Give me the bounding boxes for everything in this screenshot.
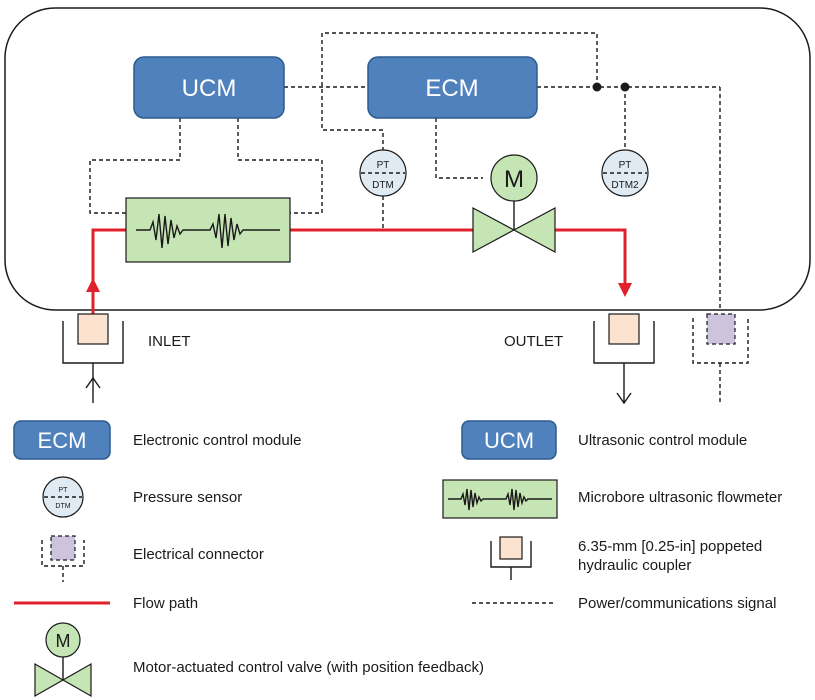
signal-lines	[89, 32, 721, 310]
legend-coupler-text-1: 6.35-mm [0.25-in] poppeted	[578, 538, 762, 555]
legend-connector-symbol	[41, 535, 85, 582]
pt2-bottom-label: DTM2	[611, 180, 639, 191]
legend-ecm-label: ECM	[38, 428, 87, 453]
tool-enclosure	[4, 7, 811, 311]
junction-dot	[620, 82, 630, 92]
inlet-coupler	[62, 313, 124, 403]
legend-pressure-symbol: PT DTM	[42, 476, 84, 518]
junction-dot	[592, 82, 602, 92]
legend-coupler-text-2: hydraulic coupler	[578, 557, 691, 574]
legend-flowmeter-symbol	[442, 479, 558, 519]
pt1-top-label: PT	[377, 160, 390, 171]
motor-actuated-valve: M	[472, 154, 556, 254]
legend-valve-symbol: M	[34, 622, 92, 698]
legend-valve-text: Motor-actuated control valve (with posit…	[133, 659, 484, 676]
ecm-label: ECM	[425, 75, 478, 102]
legend-ucm-label: UCM	[484, 428, 534, 453]
outlet-coupler	[593, 313, 655, 405]
pressure-sensor-2: PT DTM2	[601, 149, 649, 197]
legend-ucm-symbol: UCM	[461, 420, 557, 460]
legend-signal-text: Power/communications signal	[578, 595, 776, 612]
legend-coupler-symbol	[490, 536, 532, 580]
ucm-module: UCM	[133, 56, 285, 119]
pressure-sensor-1: PT DTM	[359, 149, 407, 197]
legend-flowmeter-text: Microbore ultrasonic flowmeter	[578, 489, 782, 506]
flow-path	[86, 228, 632, 320]
legend-pt-bottom: DTM	[55, 503, 70, 510]
pt2-top-label: PT	[619, 160, 632, 171]
pt1-bottom-label: DTM	[372, 180, 394, 191]
legend-motor-label: M	[56, 631, 71, 651]
ecm-module: ECM	[367, 56, 538, 119]
ultrasonic-flowmeter	[125, 197, 291, 263]
legend-ecm-symbol: ECM	[13, 420, 111, 460]
legend-pressure-text: Pressure sensor	[133, 489, 242, 506]
legend-ucm-text: Ultrasonic control module	[578, 432, 747, 449]
motor-label: M	[504, 166, 524, 193]
legend-flow-text: Flow path	[133, 595, 198, 612]
electrical-connector	[692, 313, 749, 403]
legend: ECM Electronic control module UCM Ultras…	[13, 420, 782, 698]
ucm-label: UCM	[182, 75, 237, 102]
legend-ecm-text: Electronic control module	[133, 432, 301, 449]
legend-pt-top: PT	[59, 487, 69, 494]
legend-connector-text: Electrical connector	[133, 546, 264, 563]
inlet-label: INLET	[148, 333, 191, 350]
outlet-label: OUTLET	[504, 333, 563, 350]
